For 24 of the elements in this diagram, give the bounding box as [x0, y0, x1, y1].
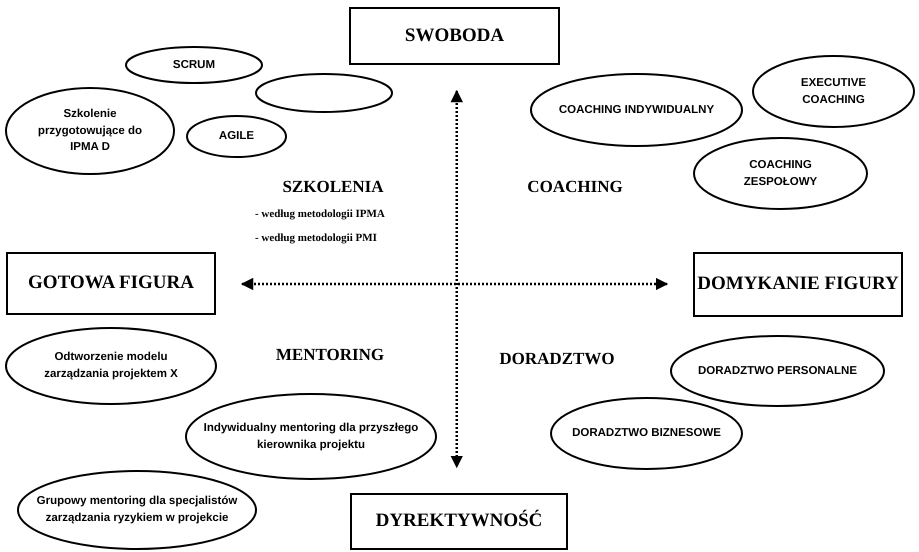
topic-oval: DORADZTWO PERSONALNE [670, 335, 885, 407]
concept-box: DOMYKANIE FIGURY [693, 252, 903, 317]
topic-oval: Szkolenie przygotowujące do IPMA D [5, 87, 175, 175]
concept-box: DYREKTYWNOŚĆ [350, 493, 568, 550]
topic-oval: DORADZTWO BIZNESOWE [550, 397, 743, 470]
quadrant-title: MENTORING [276, 345, 384, 365]
quadrant-title: DORADZTWO [499, 349, 615, 369]
topic-oval: EXECUTIVE COACHING [752, 55, 915, 128]
topic-oval: Indywidualny mentoring dla przyszłego kierownika projektu [185, 393, 437, 480]
topic-oval: SCRUM [125, 46, 263, 84]
topic-oval: AGILE [186, 115, 287, 158]
axis-arrow [240, 278, 668, 290]
topic-oval: Grupowy mentoring dla specjalistów zarządzania ryzykiem w projekcie [17, 470, 257, 550]
concept-box: GOTOWA FIGURA [6, 252, 216, 315]
axis-arrow [450, 90, 463, 468]
quadrant-title: COACHING [527, 177, 623, 197]
topic-oval: Odtworzenie modelu zarządzania projektem X [5, 327, 217, 405]
topic-oval: COACHING ZESPOŁOWY [693, 137, 868, 210]
quadrant-title: SZKOLENIA [282, 177, 384, 197]
bullet-item: - według metodologii PMI [255, 232, 377, 244]
concept-box: SWOBODA [349, 7, 560, 65]
topic-oval [255, 73, 393, 113]
topic-oval: COACHING INDYWIDUALNY [530, 73, 743, 147]
bullet-item: - według metodologii IPMA [255, 208, 385, 220]
